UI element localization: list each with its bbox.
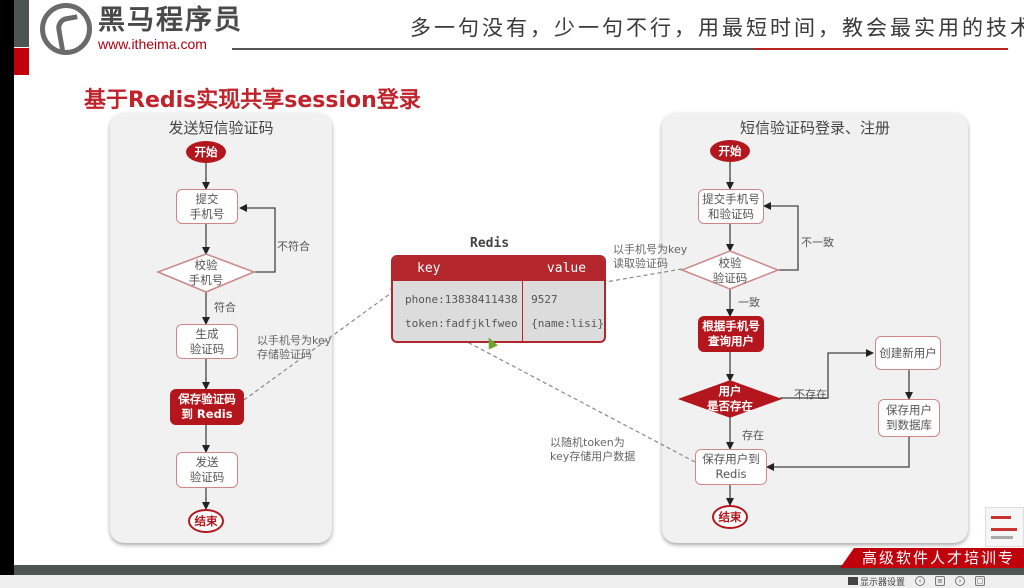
validate-phone-label: 校验 手机号: [188, 258, 224, 287]
send-code-node: 发送 验证码: [176, 452, 238, 488]
display-settings-button[interactable]: 显示器设置: [848, 575, 905, 588]
redis-row-key: token:fadfjklfweo: [405, 317, 518, 330]
annotation-store-user: 以随机token为 key存储用户数据: [550, 436, 636, 463]
slide-thumbnail[interactable]: [985, 507, 1024, 547]
bottom-frame-bar: [14, 565, 1024, 575]
right-start-node: 开始: [710, 140, 750, 162]
exist-label: 存在: [742, 429, 764, 442]
logo-name: 黑马程序员: [98, 5, 243, 36]
query-user-node: 根据手机号 查询用户: [698, 316, 764, 352]
page-title: 基于Redis实现共享session登录: [84, 88, 421, 113]
monitor-icon: [848, 576, 858, 585]
footer-banner-text: 高级软件人才培训专: [862, 549, 1016, 567]
left-start-node: 开始: [186, 141, 226, 163]
left-frame-bar: [0, 0, 14, 575]
redis-title: Redis: [470, 236, 510, 251]
logo-url: www.itheima.com: [98, 36, 207, 52]
submit-phone-node: 提交 手机号: [176, 189, 238, 224]
generate-code-node: 生成 验证码: [176, 324, 238, 359]
verify-code-label: 校验 验证码: [712, 256, 748, 285]
annotation-store-code: 以手机号为key 存储验证码: [257, 334, 332, 361]
redis-table-header: key value: [393, 257, 604, 281]
sms-login-panel-title: 短信验证码登录、注册: [739, 119, 890, 137]
user-exists-label: 用户 是否存在: [707, 384, 753, 413]
view-mode-icon[interactable]: ▢: [975, 576, 986, 586]
redis-value-header: value: [546, 261, 587, 276]
slogan: 多一句没有，少一句不行，用最短时间，教会最实用的技术！: [410, 16, 1024, 40]
consistent-label: 一致: [738, 296, 760, 309]
status-items: 显示器设置 ‹ ≡ › ▢: [848, 574, 986, 588]
header-divider: [232, 48, 754, 50]
save-code-redis-node: 保存验证码 到 Redis: [170, 389, 244, 425]
redis-key-header: key: [417, 261, 441, 276]
match-label: 符合: [214, 301, 236, 314]
inconsistent-label: 不一致: [801, 236, 834, 249]
slide-list-icon[interactable]: ≡: [935, 576, 946, 586]
header-divider-accent: [754, 48, 1008, 50]
left-accent-red: [14, 48, 29, 75]
display-settings-label: 显示器设置: [860, 577, 906, 588]
horse-logo-icon: [40, 3, 92, 55]
create-user-node: 创建新用户: [875, 336, 941, 370]
mismatch-label: 不符合: [277, 240, 310, 253]
redis-table: key value phone:13838411438 token:fadfjk…: [391, 255, 606, 343]
not-exist-label: 不存在: [794, 388, 827, 401]
prev-slide-icon[interactable]: ‹: [915, 576, 926, 586]
redis-row-key: phone:13838411438: [405, 293, 518, 306]
redis-row-value: {name:lisi}: [531, 317, 604, 330]
left-accent-grey: [14, 0, 29, 47]
redis-row-value: 9527: [531, 293, 558, 306]
annotation-read-code: 以手机号为key 读取验证码: [613, 243, 688, 270]
status-bar: [0, 575, 1024, 588]
footer-banner: [840, 548, 1024, 568]
right-end-node: 结束: [712, 505, 748, 529]
save-user-redis-node: 保存用户到 Redis: [695, 449, 767, 485]
left-end-node: 结束: [188, 509, 224, 533]
save-user-db-node: 保存用户 到数据库: [878, 399, 940, 437]
submit-phone-code-node: 提交手机号 和验证码: [698, 189, 764, 224]
send-sms-panel-title: 发送短信验证码: [168, 119, 274, 137]
logo: 黑马程序员 www.itheima.com: [40, 3, 243, 55]
next-slide-icon[interactable]: ›: [955, 576, 966, 586]
